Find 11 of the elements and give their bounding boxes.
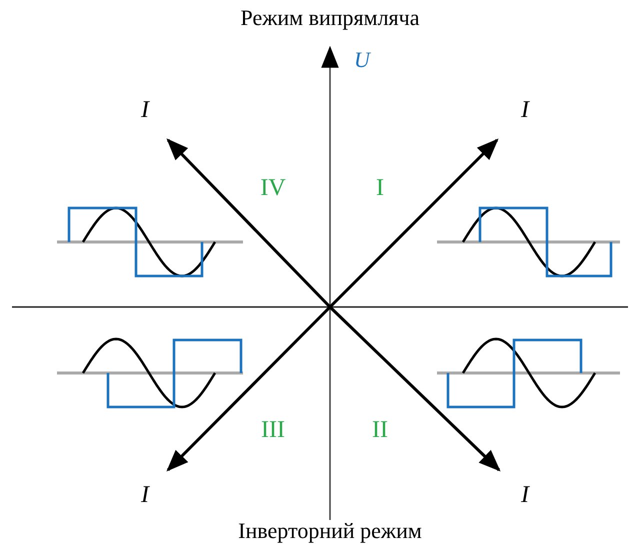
- quadrant-label: III: [261, 418, 285, 442]
- quadrant-label: IV: [260, 176, 286, 200]
- current-label: I: [521, 98, 529, 122]
- quadrant-label: II: [372, 418, 388, 442]
- axis-label: U: [354, 49, 370, 71]
- axis-title: Інверторний режим: [238, 520, 422, 542]
- current-label: I: [521, 483, 529, 507]
- current-label: I: [141, 98, 149, 122]
- quadrant-label: I: [376, 176, 384, 200]
- axis-title: Режим випрямляча: [240, 7, 420, 29]
- current-label: I: [141, 483, 149, 507]
